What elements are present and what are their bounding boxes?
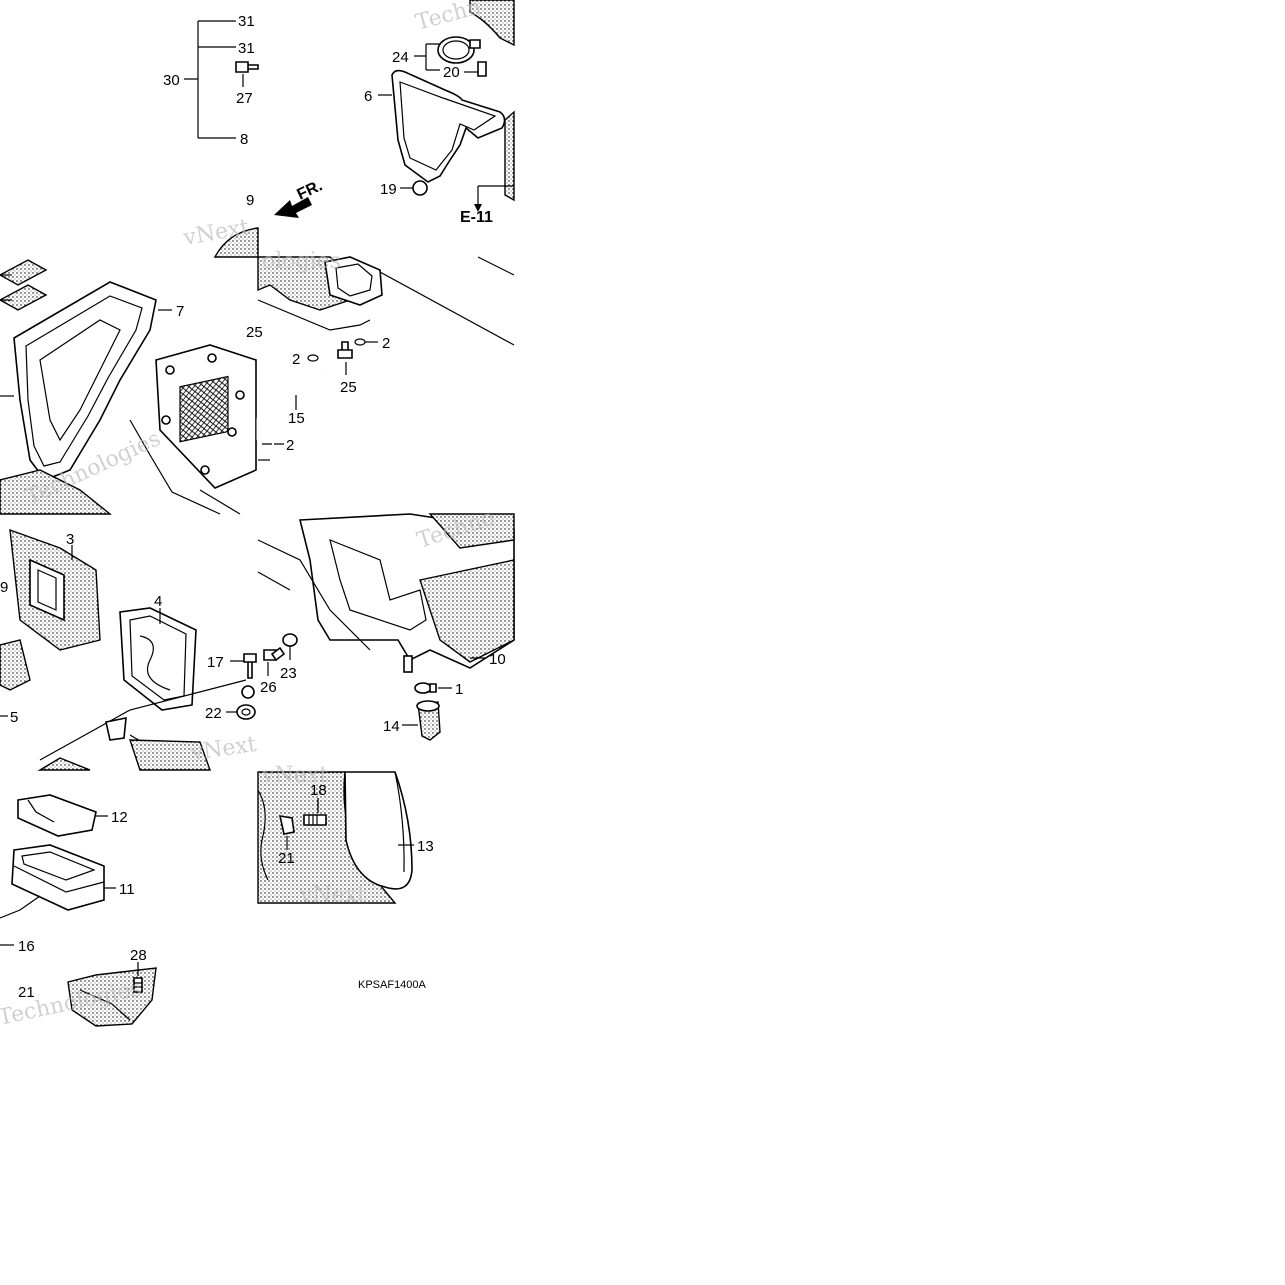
bolt-18 bbox=[303, 814, 327, 826]
callout-17: 17 bbox=[207, 654, 224, 671]
lid-12 bbox=[17, 794, 97, 837]
callout-24: 24 bbox=[392, 49, 409, 66]
drain-tube-14 bbox=[416, 700, 441, 741]
callout-31: 31 bbox=[238, 40, 255, 57]
callout-16: 16 bbox=[18, 938, 35, 955]
tile-top-left: 30 31 31 8 27 FR. 9 vNext bbox=[163, 13, 325, 258]
bolt-26 bbox=[263, 646, 286, 662]
callout-7: 7 bbox=[176, 303, 184, 320]
watermark: vNext bbox=[188, 732, 258, 766]
callout-31-top: 31 bbox=[238, 13, 255, 30]
callout-20: 20 bbox=[443, 64, 460, 81]
callout-9-top: 9 bbox=[246, 192, 254, 209]
callout-2-a: 2 bbox=[292, 351, 300, 368]
frame-4 bbox=[119, 607, 197, 711]
duct-11 bbox=[11, 844, 105, 911]
callout-6: 6 bbox=[364, 88, 372, 105]
watermark: vNext bbox=[299, 883, 366, 908]
callout-1: 1 bbox=[455, 681, 463, 698]
callout-13: 13 bbox=[417, 838, 434, 855]
washer-23 bbox=[282, 633, 298, 647]
callout-3: 3 bbox=[66, 531, 74, 548]
callout-2-b: 2 bbox=[382, 335, 390, 352]
callout-8: 8 bbox=[240, 131, 248, 148]
bolt-17 bbox=[243, 653, 257, 679]
air-cleaner-cover-7 bbox=[13, 281, 157, 481]
callout-30: 30 bbox=[163, 72, 180, 89]
reference-e11: E-11 bbox=[460, 209, 493, 226]
callout-14: 14 bbox=[383, 718, 400, 735]
tile-lower-left: 3 4 9 5 17 22 vNext bbox=[0, 528, 258, 771]
tile-top-middle: 24 20 6 19 E-11 Techn bbox=[364, 0, 515, 226]
nut-21 bbox=[278, 815, 295, 835]
callout-11: 11 bbox=[119, 881, 135, 898]
drawing-code: KPSAF1400A bbox=[358, 979, 427, 991]
screw-28 bbox=[133, 977, 143, 993]
watermark: ologies bbox=[262, 249, 341, 274]
band-24 bbox=[437, 36, 481, 64]
front-arrow: FR. bbox=[274, 177, 325, 218]
nut-19 bbox=[412, 180, 428, 196]
gasket-6 bbox=[391, 69, 506, 183]
callout-27: 27 bbox=[236, 90, 253, 107]
tile-bottom-middle: 13 18 21 vNext vNext bbox=[257, 763, 434, 908]
tile-bottom-left: 12 11 16 28 21 Technologies bbox=[0, 794, 157, 1031]
callout-23: 23 bbox=[280, 665, 297, 682]
front-arrow-label: FR. bbox=[295, 177, 326, 203]
callout-5: 5 bbox=[10, 709, 18, 726]
callout-19: 19 bbox=[380, 181, 397, 198]
callout-21: 21 bbox=[278, 850, 295, 867]
callout-9: 9 bbox=[0, 579, 8, 596]
callout-10: 10 bbox=[489, 651, 506, 668]
tile-lower-middle: 10 26 23 1 14 Techno bbox=[257, 505, 515, 741]
grommet-22 bbox=[236, 704, 256, 720]
element-3 bbox=[9, 528, 101, 651]
callout-22: 22 bbox=[205, 705, 222, 722]
side-cover-13 bbox=[344, 771, 413, 890]
watermark: Techn bbox=[413, 0, 484, 36]
housing-joint bbox=[324, 256, 383, 306]
callout-12: 12 bbox=[111, 809, 128, 826]
fitting-25 bbox=[337, 341, 353, 359]
callout-4: 4 bbox=[154, 593, 162, 610]
callout-25: 25 bbox=[340, 379, 357, 396]
watermark: vNext bbox=[261, 763, 328, 788]
callout-2-c: 2 bbox=[286, 437, 294, 454]
callout-15: 15 bbox=[288, 410, 305, 427]
tile-mid-middle: 15 25 2 2 2 ologies bbox=[256, 249, 515, 461]
tube-15 bbox=[256, 366, 324, 440]
callout-25-left: 25 bbox=[246, 324, 263, 341]
callout-28: 28 bbox=[130, 947, 147, 964]
callout-18: 18 bbox=[310, 782, 327, 799]
case-10 bbox=[257, 513, 515, 673]
tile-mid-left: 7 25 Technologies bbox=[0, 259, 263, 515]
clip-1 bbox=[414, 682, 437, 694]
bolt-27 bbox=[235, 61, 259, 87]
element-frame bbox=[155, 344, 257, 489]
callout-26: 26 bbox=[260, 679, 277, 696]
callout-21-left: 21 bbox=[18, 984, 35, 1001]
